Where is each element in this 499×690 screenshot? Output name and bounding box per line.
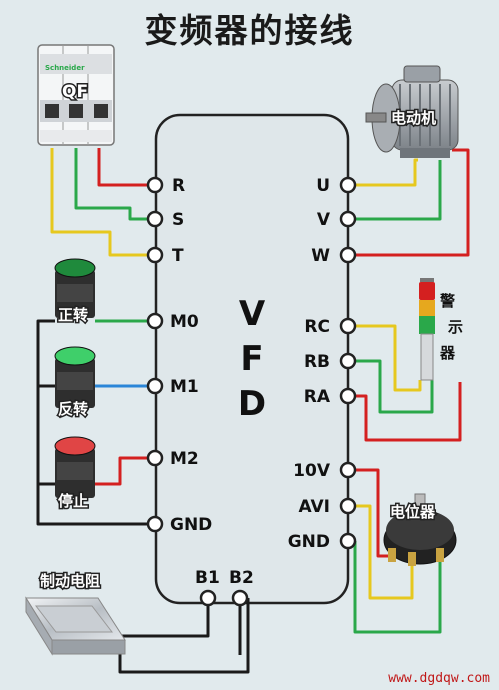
wire-ra bbox=[355, 382, 462, 442]
label-b1: B1 bbox=[195, 568, 220, 588]
label-v: V bbox=[317, 210, 331, 230]
terminal-w bbox=[339, 246, 357, 264]
label-r: R bbox=[172, 176, 185, 196]
label-m1: M1 bbox=[170, 377, 199, 397]
potentiometer-label: 电位器 bbox=[390, 503, 436, 521]
terminal-m0 bbox=[146, 312, 164, 330]
circuit-breaker: Schneider QF bbox=[37, 44, 115, 146]
terminal-avi bbox=[339, 497, 357, 515]
breaker-label: QF bbox=[62, 82, 88, 102]
wire-t bbox=[50, 148, 148, 257]
label-10v: 10V bbox=[293, 461, 331, 481]
wire-u bbox=[355, 158, 418, 187]
terminal-m2 bbox=[146, 449, 164, 467]
label-m0: M0 bbox=[170, 312, 199, 332]
potentiometer: 电位器 bbox=[383, 493, 457, 566]
terminal-s bbox=[146, 210, 164, 228]
watermark-url: www.dgdqw.com bbox=[388, 671, 490, 686]
terminal-gnd-right bbox=[339, 532, 357, 550]
wire-rb bbox=[355, 359, 434, 414]
terminal-u bbox=[339, 176, 357, 194]
terminal-gnd-left bbox=[146, 515, 164, 533]
vfd-letter-v: V bbox=[239, 294, 266, 334]
page-title: 变频器的接线 bbox=[144, 11, 355, 50]
wire-avi bbox=[355, 504, 414, 600]
alarm-label-3: 器 bbox=[439, 344, 456, 362]
wire-gnd-common bbox=[36, 319, 148, 526]
alarm-light: 警 示 器 bbox=[419, 278, 463, 381]
terminals bbox=[146, 176, 357, 607]
label-u: U bbox=[316, 176, 330, 196]
wire-s bbox=[74, 148, 148, 221]
reverse-button-label: 反转 bbox=[58, 400, 88, 418]
wire-w bbox=[355, 148, 470, 257]
terminal-b1 bbox=[199, 589, 217, 607]
forward-button-label: 正转 bbox=[58, 306, 88, 324]
wire-brake bbox=[118, 598, 250, 674]
terminal-10v bbox=[339, 461, 357, 479]
motor-label: 电动机 bbox=[391, 109, 436, 127]
vfd-letter-f: F bbox=[240, 339, 263, 379]
label-rb: RB bbox=[304, 352, 330, 372]
label-gnd-left: GND bbox=[170, 515, 212, 535]
wire-gnd-pot bbox=[353, 541, 442, 634]
wire-10v bbox=[355, 468, 392, 558]
wire-r bbox=[97, 148, 148, 187]
breaker-brand-logo: Schneider bbox=[45, 64, 85, 72]
label-s: S bbox=[172, 210, 184, 230]
wire-m2 bbox=[95, 456, 148, 486]
motor: 电动机 bbox=[365, 65, 459, 158]
label-avi: AVI bbox=[299, 497, 331, 517]
terminal-ra bbox=[339, 387, 357, 405]
terminal-v bbox=[339, 210, 357, 228]
label-ra: RA bbox=[304, 387, 331, 407]
wire-rc bbox=[355, 324, 422, 392]
label-gnd-right: GND bbox=[288, 532, 330, 552]
alarm-label-1: 警 bbox=[439, 292, 455, 310]
wire-v bbox=[355, 160, 442, 221]
terminal-t bbox=[146, 246, 164, 264]
terminal-r bbox=[146, 176, 164, 194]
brake-resistor: 制动电阻 bbox=[25, 571, 126, 656]
stop-button: 停止 bbox=[54, 436, 96, 512]
label-w: W bbox=[311, 246, 330, 266]
label-t: T bbox=[172, 246, 184, 266]
terminal-m1 bbox=[146, 377, 164, 395]
label-m2: M2 bbox=[170, 449, 199, 469]
label-b2: B2 bbox=[229, 568, 254, 588]
label-rc: RC bbox=[304, 317, 330, 337]
stop-button-label: 停止 bbox=[58, 492, 88, 510]
alarm-label-2: 示 bbox=[448, 318, 463, 336]
brake-resistor-label: 制动电阻 bbox=[40, 572, 100, 590]
terminal-b2 bbox=[231, 589, 249, 607]
forward-button: 正转 bbox=[54, 258, 96, 326]
reverse-button: 反转 bbox=[54, 346, 96, 420]
terminal-rc bbox=[339, 317, 357, 335]
terminal-rb bbox=[339, 352, 357, 370]
vfd-letter-d: D bbox=[238, 384, 266, 424]
